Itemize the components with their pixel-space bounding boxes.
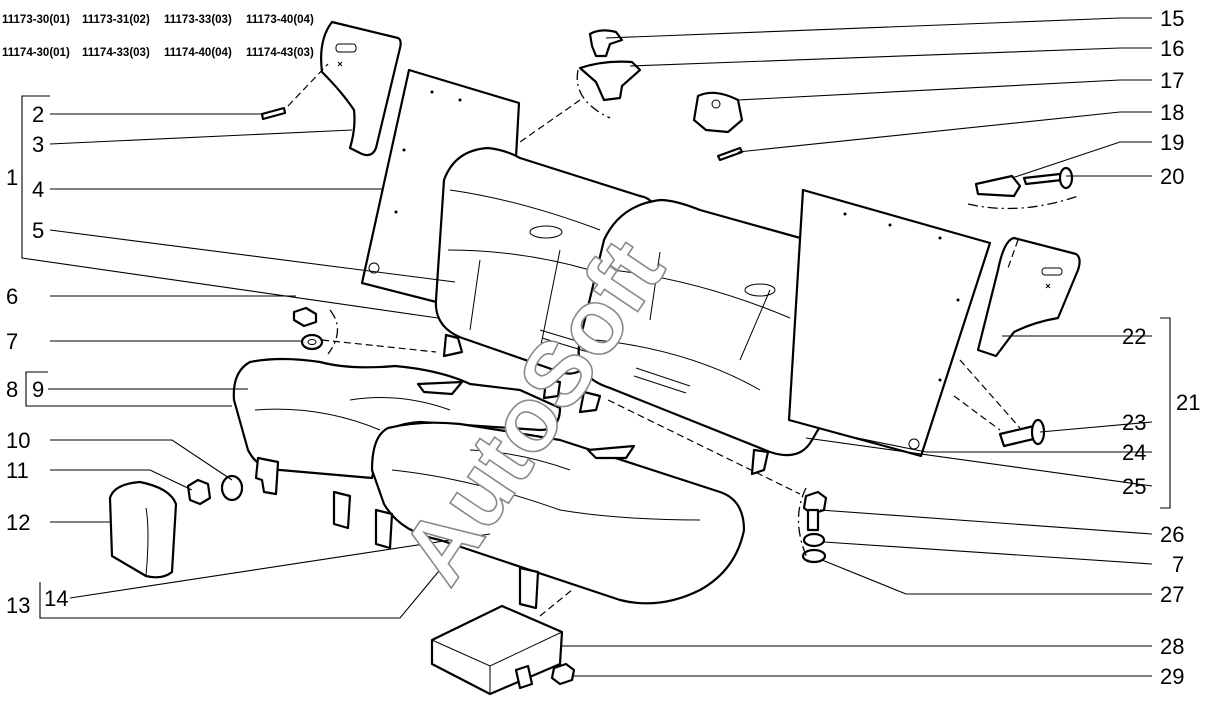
callout-number: 27 [1160, 582, 1184, 607]
right-backrest-panel [787, 188, 992, 458]
right-side-trim [976, 236, 1081, 358]
callout-number: 15 [1160, 6, 1184, 31]
model-code: 11173-31(02) [82, 14, 150, 26]
bolt-washer-group [801, 490, 828, 564]
cover-cap [108, 480, 178, 579]
callout-number: 17 [1160, 68, 1184, 93]
model-code: 11174-40(04) [164, 47, 232, 59]
model-code: 11174-43(03) [246, 47, 314, 59]
callout-number: 1 [6, 165, 18, 190]
model-code: 11173-40(04) [246, 14, 314, 26]
callout-number: 7 [6, 329, 18, 354]
callout-number: 5 [32, 218, 44, 243]
callout-number: 25 [1122, 474, 1146, 499]
callout-number: 2 [32, 102, 44, 127]
screw-2 [260, 63, 329, 121]
callout-number: 8 [6, 377, 18, 402]
callout-number: 4 [32, 177, 44, 202]
callout-number: 11 [6, 458, 29, 483]
callout-number: 13 [6, 593, 30, 618]
callout-number: 7 [1172, 552, 1184, 577]
callout-number: 20 [1160, 164, 1184, 189]
assembly-arrows [321, 69, 1079, 617]
callout-number: 29 [1160, 664, 1184, 689]
model-code: 11173-33(03) [164, 14, 232, 26]
callout-number: 3 [32, 132, 44, 157]
callout-number: 18 [1160, 100, 1184, 125]
foot-block [430, 604, 576, 696]
hook-parts [578, 29, 744, 162]
leader-lines [21, 17, 1171, 677]
fasteners-left [186, 306, 324, 506]
model-code: 11174-30(01) [2, 47, 70, 59]
callout-number: 28 [1160, 634, 1184, 659]
callout-number: 9 [32, 377, 44, 402]
seat-cushion-left-frame [232, 357, 562, 480]
callout-numbers: 1 2 3 4 5 6 7 8 9 10 11 12 13 14 15 16 1… [6, 6, 1200, 689]
callout-number: 26 [1160, 522, 1184, 547]
mounting-brackets [254, 456, 540, 610]
left-side-trim [320, 20, 402, 157]
callout-number: 19 [1160, 130, 1184, 155]
callout-number: 21 [1176, 390, 1200, 415]
callout-number: 10 [6, 428, 30, 453]
clips [974, 166, 1074, 448]
callout-number: 24 [1122, 440, 1146, 465]
callout-number: 16 [1160, 36, 1184, 61]
model-code: 11174-33(03) [82, 47, 150, 59]
model-codes: 11173-30(01) 11173-31(02) 11173-33(03) 1… [2, 14, 314, 59]
model-code: 11173-30(01) [2, 14, 70, 26]
callout-number: 22 [1122, 324, 1146, 349]
callout-number: 14 [44, 586, 68, 611]
callout-number: 12 [6, 510, 30, 535]
callout-number: 6 [6, 284, 18, 309]
callout-number: 23 [1122, 410, 1146, 435]
